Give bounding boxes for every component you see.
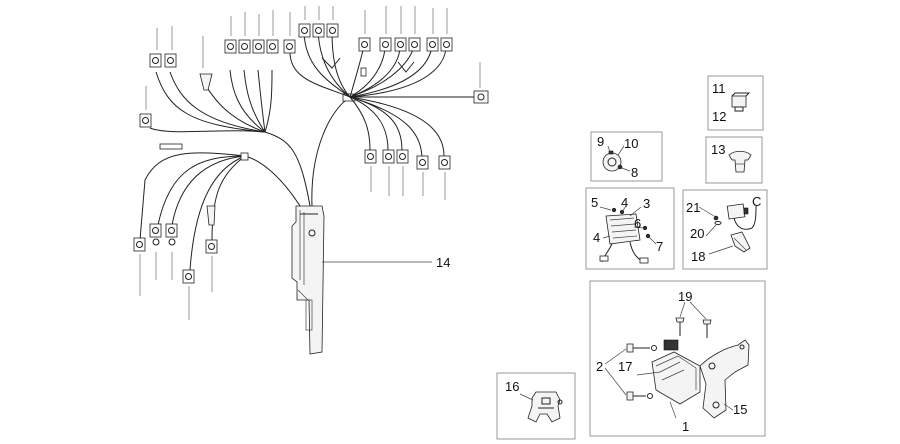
callout-2: 2 <box>596 359 603 374</box>
callout-14: 14 <box>436 255 450 270</box>
part-group-voltage-regulator <box>585 187 675 270</box>
part-group-bracket-16 <box>496 372 576 440</box>
part-group-clip <box>705 136 763 184</box>
main-wiring-harness <box>133 6 489 355</box>
callout-9: 9 <box>597 134 604 149</box>
callout-5: 5 <box>591 195 598 210</box>
part-group-horn <box>590 131 663 182</box>
callout-20: 20 <box>690 226 704 241</box>
callout-7: 7 <box>656 239 663 254</box>
callout-4-top: 4 <box>621 195 628 210</box>
part-group-mounting-bracket <box>589 280 766 437</box>
part-group-sensor <box>682 189 768 270</box>
harness-control-unit <box>291 205 325 355</box>
callout-8: 8 <box>631 165 638 180</box>
part-group-relay <box>707 75 764 131</box>
harness-connectors-top <box>149 23 453 91</box>
callout-10: 10 <box>624 136 638 151</box>
callout-6: 6 <box>634 216 641 231</box>
harness-connectors-bottom <box>133 113 451 284</box>
callout-16: 16 <box>505 379 519 394</box>
connector-label-marks <box>139 6 481 320</box>
callout-17: 17 <box>618 359 632 374</box>
callout-19: 19 <box>678 289 692 304</box>
callout-1: 1 <box>682 419 689 434</box>
callout-18: 18 <box>691 249 705 264</box>
callout-21: 21 <box>686 200 700 215</box>
callout-3: 3 <box>643 196 650 211</box>
callout-13: 13 <box>711 142 725 157</box>
callout-C: C <box>752 194 761 209</box>
callout-11: 11 <box>712 81 726 96</box>
callout-15: 15 <box>733 402 747 417</box>
callout-12: 12 <box>712 109 726 124</box>
callout-4-bottom: 4 <box>593 230 600 245</box>
